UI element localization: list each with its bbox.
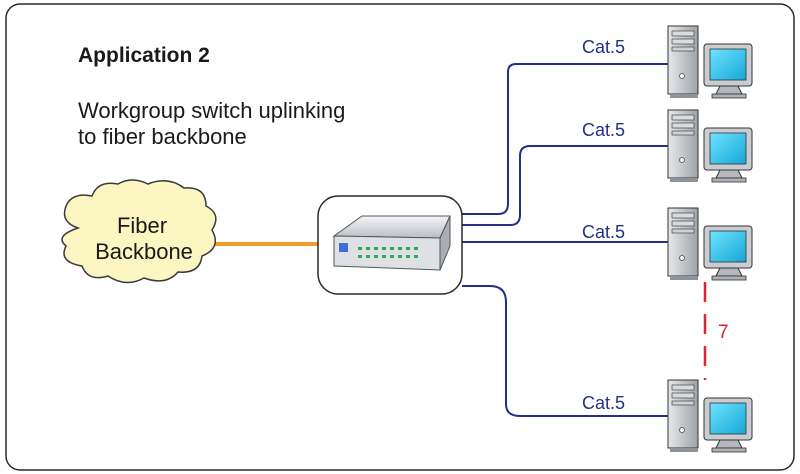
- gap-label: 7: [718, 322, 729, 343]
- cloud-label-line-2: Backbone: [95, 239, 193, 264]
- cloud-label-line-1: Fiber: [117, 213, 167, 238]
- link-line-1: [462, 63, 668, 215]
- copper-links: [462, 63, 668, 417]
- cloud-icon: [61, 179, 217, 284]
- diagram-title: Application 2: [78, 44, 210, 67]
- link-label-3: Cat.5: [582, 222, 625, 242]
- description-line-1: Workgroup switch uplinking: [78, 98, 346, 123]
- link-line-4: [462, 285, 668, 417]
- link-label-4: Cat.5: [582, 393, 625, 413]
- network-switch-icon: [317, 195, 463, 295]
- description-line-2: to fiber backbone: [78, 124, 247, 149]
- link-line-2: [462, 145, 668, 226]
- link-label-2: Cat.5: [582, 120, 625, 140]
- diagram-description: Workgroup switch uplinking to fiber back…: [78, 98, 345, 150]
- link-label-1: Cat.5: [582, 37, 625, 57]
